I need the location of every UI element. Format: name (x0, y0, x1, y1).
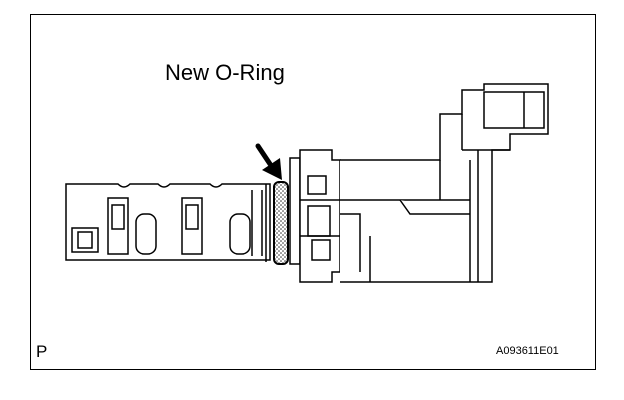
figure-code: A093611E01 (496, 345, 559, 357)
solenoid-housing (289, 83, 549, 283)
down-right-arrow-icon (255, 143, 282, 180)
corner-code-left: P (36, 342, 48, 361)
o-ring (265, 181, 289, 265)
o-ring-label: New O-Ring (165, 60, 285, 85)
valve-spool-body (65, 183, 271, 261)
